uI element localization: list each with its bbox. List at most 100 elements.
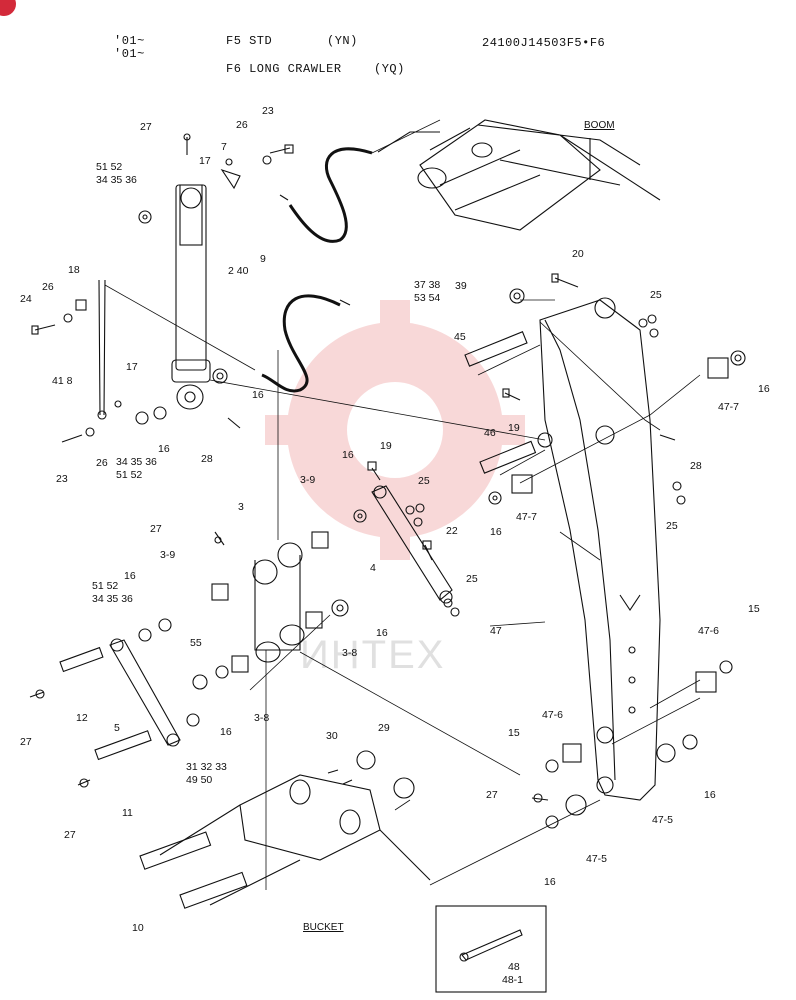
bucket-pin-10-a <box>139 831 212 870</box>
serial-range-bottom: '01~ <box>114 47 145 61</box>
watermark-text: ИНТЕХ <box>300 633 445 677</box>
callout-4950: 49 50 <box>186 774 212 786</box>
callout-27-low: 27 <box>64 829 76 841</box>
callout-45: 45 <box>454 331 466 343</box>
callout-47-7-a: 47-7 <box>718 401 739 413</box>
pin-12 <box>59 646 104 673</box>
callout-16-i: 16 <box>704 789 716 801</box>
callout-16-a: 16 <box>252 389 264 401</box>
pin-45 <box>464 331 528 367</box>
callout-5152-c: 51 52 <box>92 580 118 592</box>
pin-46 <box>479 440 537 474</box>
section-label-boom: BOOM <box>584 120 615 131</box>
bushing-47-7-b <box>511 474 533 494</box>
callout-25-c: 25 <box>666 520 678 532</box>
callout-26-top: 26 <box>236 119 248 131</box>
callout-343536-b: 34 35 36 <box>116 456 157 468</box>
pin-11 <box>94 730 152 761</box>
callout-27-right: 27 <box>486 789 498 801</box>
callout-46: 46 <box>484 427 496 439</box>
callout-418: 41 8 <box>52 375 73 387</box>
variant-long-code: (YQ) <box>374 62 405 76</box>
washers <box>135 210 746 829</box>
callout-27-top: 27 <box>140 121 152 133</box>
arm-body-47 <box>537 297 661 801</box>
callout-39: 39 <box>455 280 467 292</box>
callout-3-8-a: 3-8 <box>342 647 357 659</box>
callout-16-e: 16 <box>490 526 502 538</box>
callout-47-6-a: 47-6 <box>698 625 719 637</box>
hydraulic-hoses <box>261 147 373 393</box>
callout-25-b: 25 <box>418 475 430 487</box>
callout-23-mid: 23 <box>56 473 68 485</box>
callout-9: 9 <box>260 253 266 265</box>
variant-std-code: (YN) <box>327 34 358 48</box>
pipe-rod <box>98 279 106 416</box>
serial-range-top: '01~ <box>114 34 145 48</box>
callout-30: 30 <box>326 730 338 742</box>
bushing-47-6-a <box>695 671 717 693</box>
callout-19-b: 19 <box>380 440 392 452</box>
bushing-3-9-b <box>211 583 229 601</box>
callout-18: 18 <box>68 264 80 276</box>
inset-cotter-pin <box>461 929 523 961</box>
bushing-3-8-b <box>231 655 249 673</box>
callout-343536-c: 34 35 36 <box>92 593 133 605</box>
callout-5: 5 <box>114 722 120 734</box>
callout-3738: 37 38 <box>414 279 440 291</box>
callout-26-mid: 26 <box>96 457 108 469</box>
inset-box <box>435 905 547 993</box>
callout-47: 47 <box>490 625 502 637</box>
link-3 <box>252 542 305 663</box>
link-4 <box>371 485 453 601</box>
callout-240: 2 40 <box>228 265 249 277</box>
bushing-3-9-a <box>311 531 329 549</box>
bucket-bracket <box>159 774 431 906</box>
callout-25-a: 25 <box>650 289 662 301</box>
callout-16-b: 16 <box>158 443 170 455</box>
callout-15-right: 15 <box>748 603 760 615</box>
callout-12: 12 <box>76 712 88 724</box>
callout-25-d: 25 <box>466 573 478 585</box>
callout-55: 55 <box>190 637 202 649</box>
callout-5152-a: 51 52 <box>96 161 122 173</box>
callout-27-left: 27 <box>20 736 32 748</box>
callout-47-7-b: 47-7 <box>516 511 537 523</box>
callout-11: 11 <box>122 807 133 819</box>
part-number: 24100J14503F5•F6 <box>482 36 606 50</box>
callout-3-8-b: 3-8 <box>254 712 269 724</box>
callout-27-mid: 27 <box>150 523 162 535</box>
variant-long-label: F6 LONG CRAWLER <box>226 62 342 76</box>
callout-17-top: 17 <box>199 155 211 167</box>
callout-22: 22 <box>446 525 458 537</box>
callout-19-a: 19 <box>508 422 520 434</box>
bucket-pin-10-b <box>179 871 248 909</box>
link-5 <box>109 639 181 746</box>
callout-343536-a: 34 35 36 <box>96 174 137 186</box>
inset-label-48: 48 <box>508 961 520 973</box>
callout-16-c: 16 <box>758 383 770 395</box>
callout-4: 4 <box>370 562 376 574</box>
callout-16-g: 16 <box>376 627 388 639</box>
callout-47-5-a: 47-5 <box>652 814 673 826</box>
callout-28-left: 28 <box>201 453 213 465</box>
callout-5152-b: 51 52 <box>116 469 142 481</box>
bushing-47-7-a <box>707 357 729 379</box>
variant-std-label: F5 STD <box>226 34 273 48</box>
callout-10: 10 <box>132 922 144 934</box>
callout-16-d: 16 <box>342 449 354 461</box>
leader-lines <box>104 119 701 890</box>
callout-28-right: 28 <box>690 460 702 472</box>
callout-3-9-a: 3-9 <box>300 474 315 486</box>
callout-3: 3 <box>238 501 244 513</box>
callout-16-j: 16 <box>544 876 556 888</box>
callout-24: 24 <box>20 293 32 305</box>
callout-16-f: 16 <box>124 570 136 582</box>
callout-5354: 53 54 <box>414 292 440 304</box>
callout-15-mid: 15 <box>508 727 520 739</box>
watermark-logo <box>265 300 525 560</box>
callout-313233: 31 32 33 <box>186 761 227 773</box>
